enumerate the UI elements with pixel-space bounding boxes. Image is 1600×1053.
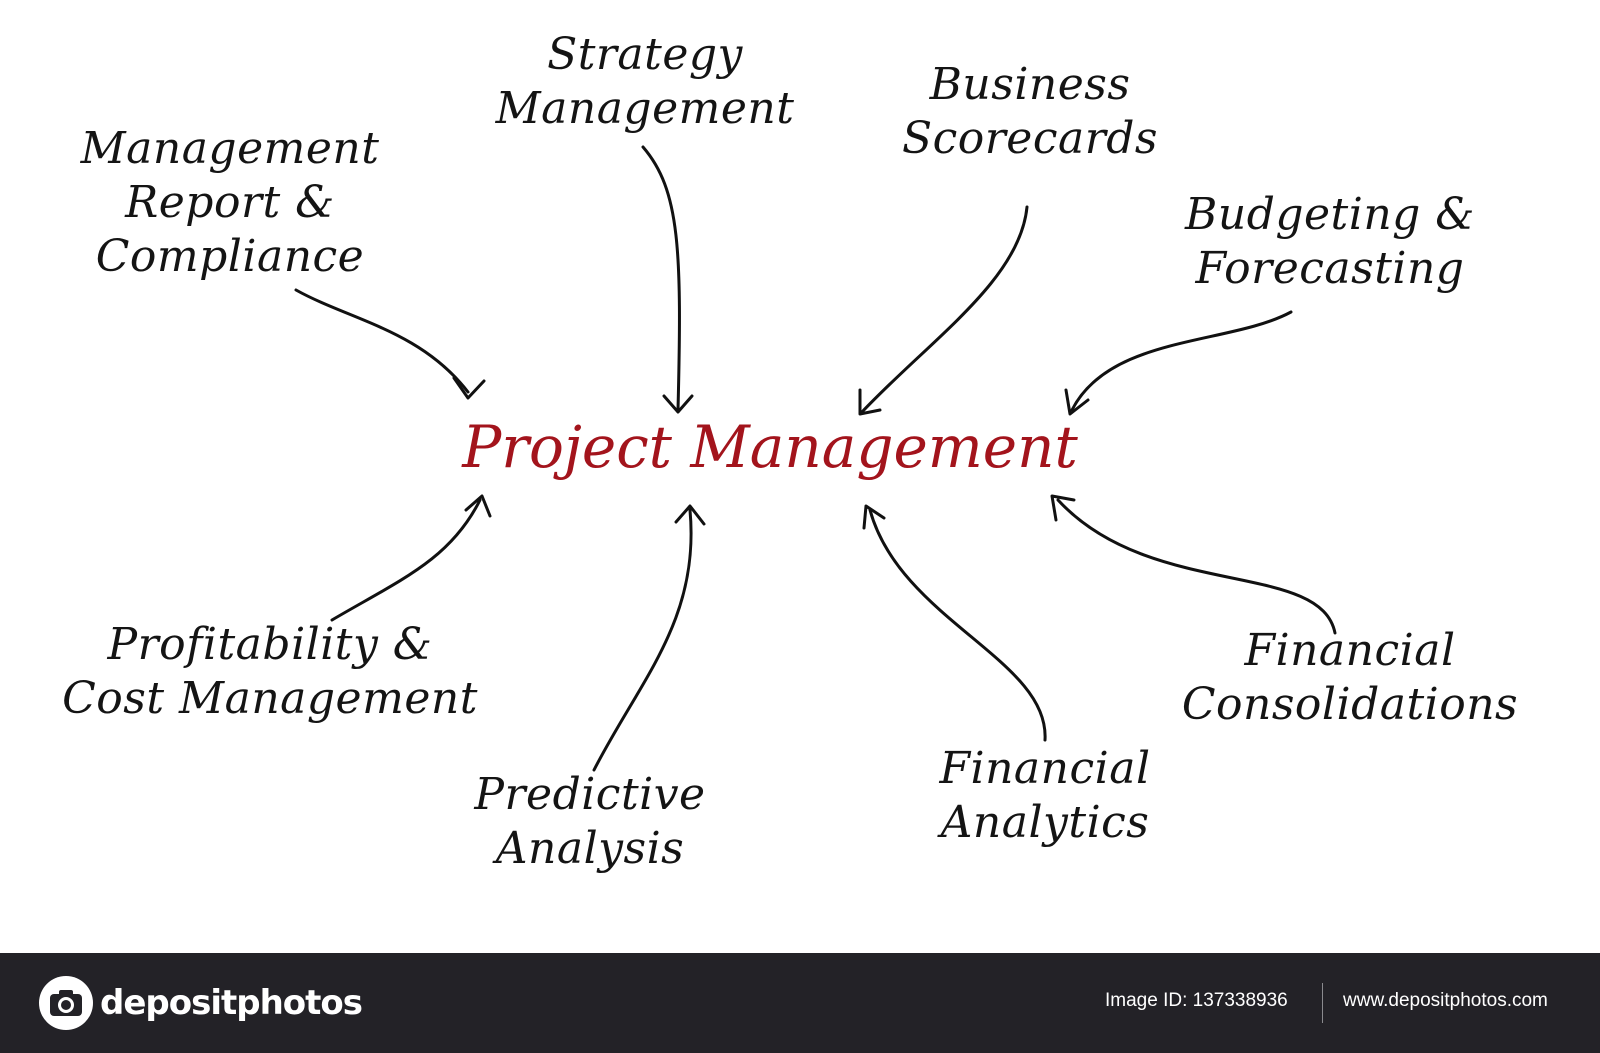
arrow-business [860, 205, 1029, 414]
arrow-fin-analytics [868, 508, 1047, 742]
node-line: Profitability & [107, 619, 433, 670]
node-line: Analysis [495, 823, 685, 874]
arrows-layer [294, 145, 1337, 772]
node-line: Management [80, 123, 380, 174]
node-line: Forecasting [1195, 243, 1465, 294]
image-id: Image ID: 137338936 [1105, 990, 1288, 1011]
node-line: Analytics [940, 797, 1150, 848]
node-line: Predictive [474, 769, 706, 820]
node-business-scorecards: Business Scorecards [870, 58, 1190, 166]
arrowhead-fin-consolidations [1050, 494, 1076, 522]
node-line: Compliance [95, 231, 365, 282]
node-line: Scorecards [901, 113, 1158, 164]
node-line: Budgeting & [1185, 189, 1475, 240]
camera-icon [39, 976, 93, 1030]
node-profitability-cost-management: Profitability & Cost Management [20, 618, 520, 726]
center-project-management: Project Management [462, 413, 1078, 481]
node-line: Cost Management [62, 673, 478, 724]
arrow-budgeting [1070, 310, 1293, 412]
node-line: Consolidations [1181, 679, 1519, 730]
arrow-predictive [592, 508, 693, 772]
node-predictive-analysis: Predictive Analysis [440, 768, 740, 876]
node-line: Financial [939, 743, 1151, 794]
arrowhead-business [858, 388, 882, 416]
arrow-profitability [330, 498, 482, 622]
arrowhead-fin-analytics [862, 504, 886, 530]
node-line: Business [929, 59, 1131, 110]
node-financial-consolidations: Financial Consolidations [1130, 624, 1570, 732]
brand-logo: depositphotos [38, 975, 363, 1031]
brand-name: depositphotos [100, 983, 363, 1023]
node-management-report-compliance: Management Report & Compliance [30, 122, 430, 284]
node-line: Management [495, 83, 795, 134]
node-line: Report & [125, 177, 335, 228]
node-strategy-management: Strategy Management [455, 28, 835, 136]
arrowhead-predictive [674, 504, 706, 526]
footer-bar: depositphotos Image ID: 137338936 www.de… [0, 953, 1600, 1053]
arrowhead-budgeting [1064, 388, 1090, 416]
node-line: Strategy [547, 29, 743, 80]
node-line: Financial [1244, 625, 1456, 676]
node-financial-analytics: Financial Analytics [895, 742, 1195, 850]
footer-divider [1322, 983, 1323, 1023]
node-budgeting-forecasting: Budgeting & Forecasting [1150, 188, 1510, 296]
site-url: www.depositphotos.com [1343, 990, 1548, 1011]
arrowhead-strategy [662, 394, 694, 414]
arrowhead-profitability [464, 494, 492, 518]
arrow-mgmt-report [294, 288, 470, 394]
diagram-canvas: Strategy Management Business Scorecards … [20, 28, 1570, 876]
arrowhead-mgmt-report [452, 376, 486, 400]
arrow-fin-consolidations [1056, 498, 1337, 635]
arrow-strategy [641, 145, 681, 412]
